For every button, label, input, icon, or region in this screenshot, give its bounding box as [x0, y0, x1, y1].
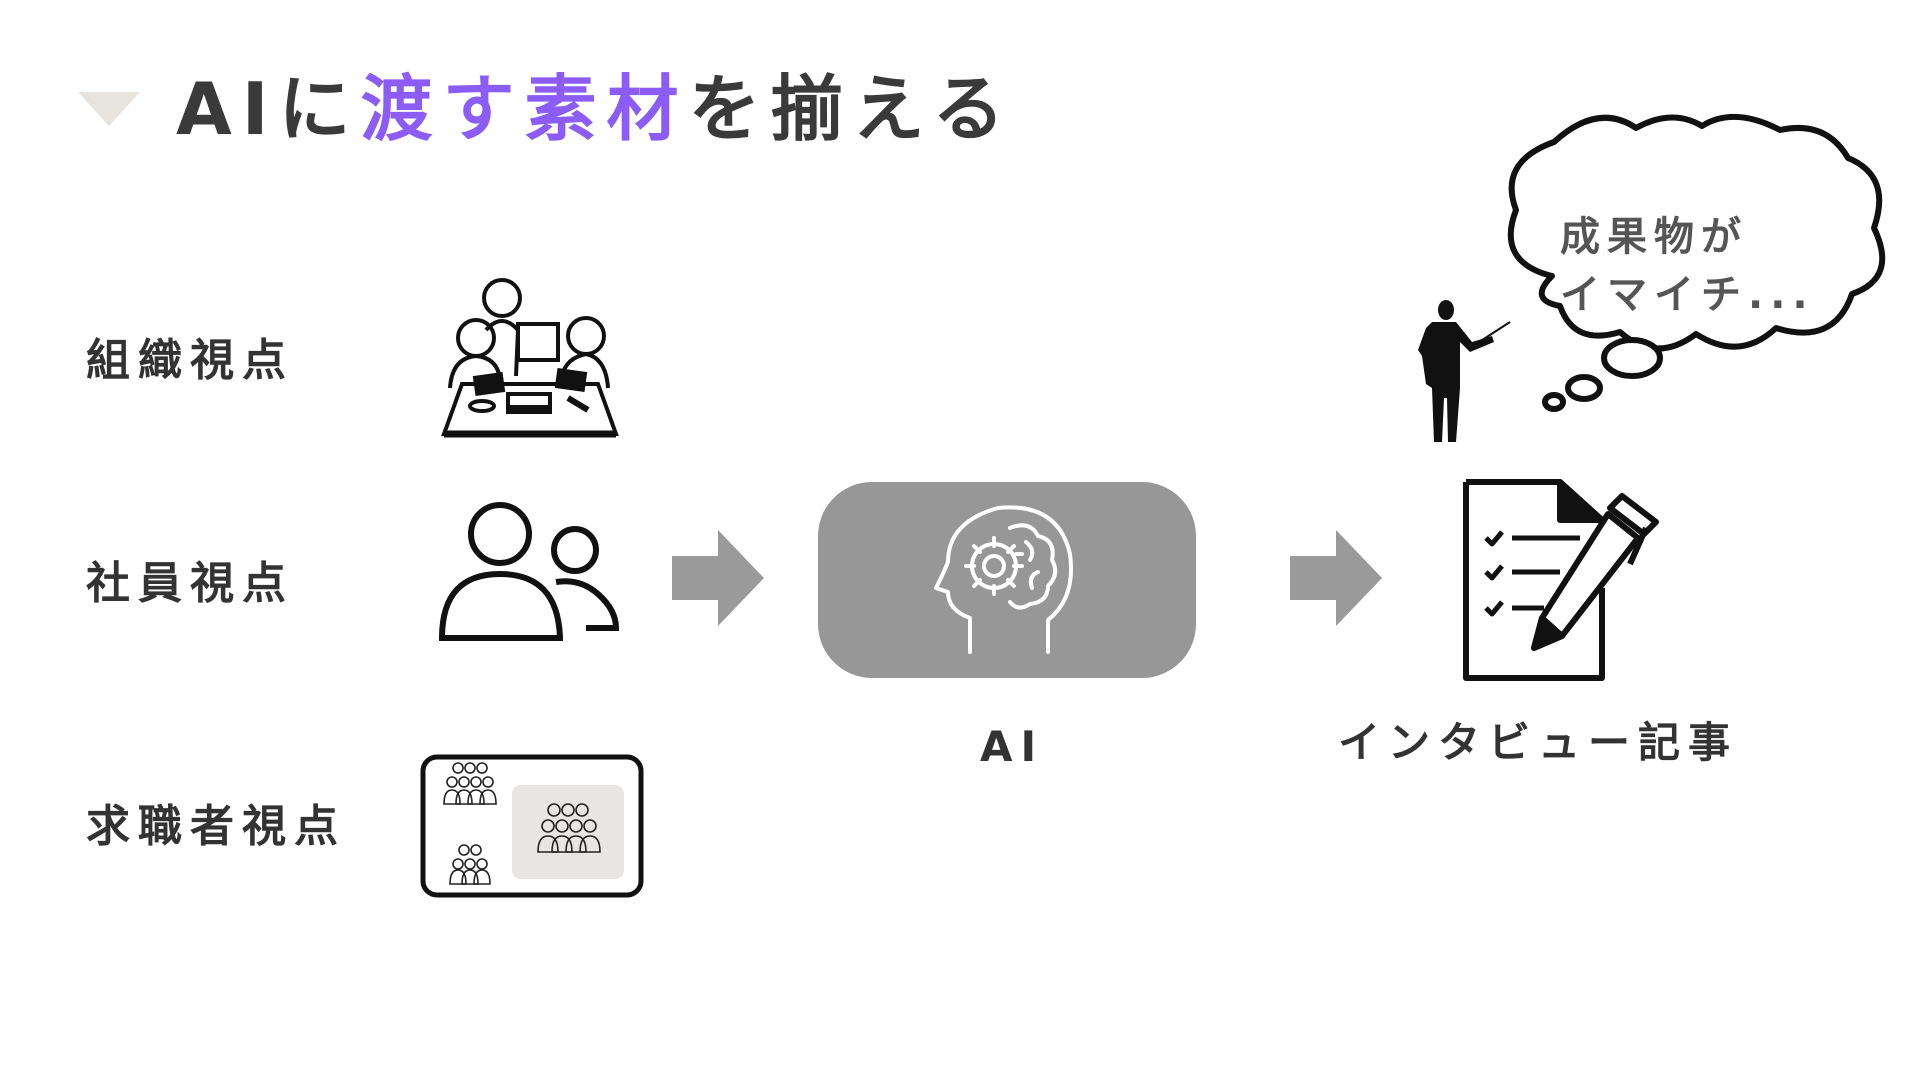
thought-text: 成果物が イマイチ... — [1560, 208, 1815, 324]
arrow-right-icon — [1290, 530, 1382, 626]
row-label-jobseeker: 求職者視点 — [86, 801, 346, 852]
title-suffix: を揃える — [688, 67, 1015, 151]
thought-cloud-icon — [1507, 114, 1886, 412]
ai-caption: AI — [980, 722, 1045, 771]
presenter-silhouette-icon — [1418, 300, 1511, 442]
arrow-right-icon — [672, 530, 764, 626]
output-caption: インタビュー記事 — [1338, 718, 1739, 767]
brain-gear-head-icon — [934, 505, 1073, 654]
title-accent: 渡す素材 — [360, 67, 689, 151]
triangle-down-icon — [78, 92, 140, 126]
row-label-organization: 組織視点 — [86, 335, 294, 386]
title-prefix: AIに — [176, 67, 361, 151]
checklist-document-pen-icon — [1463, 479, 1659, 681]
row-label-employee: 社員視点 — [86, 558, 294, 609]
candidate-groups-icon — [420, 754, 644, 898]
meeting-table-icon — [441, 278, 619, 438]
thought-line-1: 成果物が — [1560, 214, 1748, 260]
thought-line-2: イマイチ... — [1560, 272, 1815, 318]
page-title: AIに渡す素材を揃える — [176, 64, 1014, 154]
people-icon — [438, 502, 620, 641]
